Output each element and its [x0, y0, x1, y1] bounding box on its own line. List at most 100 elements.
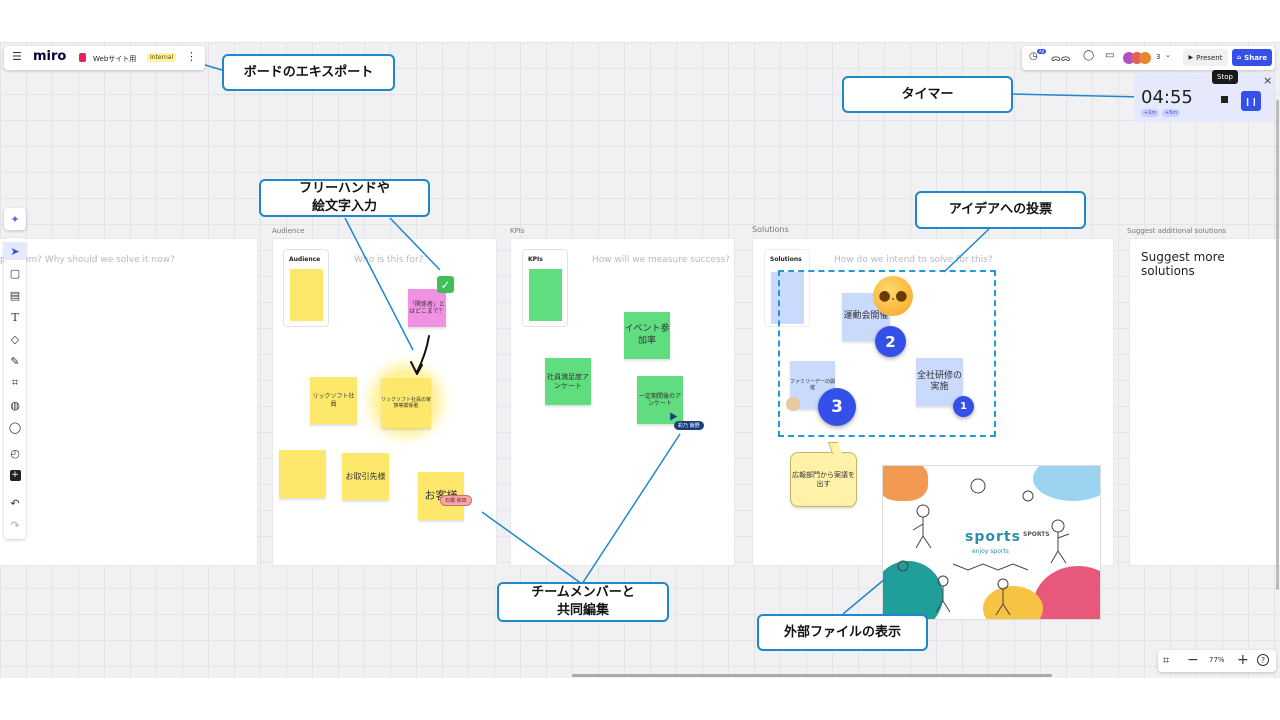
sticky-note[interactable]: [279, 450, 326, 498]
vote-count-badge: 1: [953, 396, 974, 417]
user-count[interactable]: 3: [1156, 53, 1161, 61]
zoom-controls: ⌗ − 77% + ?: [1158, 650, 1276, 672]
sticky-note[interactable]: 社員満足度アンケート: [545, 358, 591, 405]
timer-stop-button[interactable]: [1216, 91, 1232, 107]
comment-tool-icon[interactable]: ◯: [8, 420, 22, 434]
fit-screen-icon[interactable]: ⌗: [1163, 654, 1170, 667]
stop-icon: [1220, 95, 1228, 103]
chat-icon[interactable]: ◯: [1083, 50, 1095, 61]
vote-count-badge: 2: [875, 326, 906, 357]
timer-tool-icon[interactable]: ◴: [10, 446, 20, 460]
speech-bubble-note[interactable]: 広報部門から案議を出す: [790, 452, 857, 507]
frame-tool-icon[interactable]: ⌗: [11, 376, 19, 389]
zoom-in-icon[interactable]: +: [1237, 652, 1249, 668]
activity-badge: Ad: [1037, 49, 1047, 54]
image-decor-teal: [883, 561, 943, 619]
sticky-note-tool-icon[interactable]: ▢: [9, 266, 21, 280]
frame-suggest[interactable]: [1129, 238, 1280, 566]
callout-external: 外部ファイルの表示: [757, 614, 928, 651]
image-corner-text: SPORTS: [1023, 531, 1050, 538]
kpis-card-note: [529, 269, 562, 321]
text-tool-icon[interactable]: T: [11, 310, 19, 324]
callout-team: チームメンバーと 共同編集: [497, 582, 669, 622]
avatar[interactable]: [1139, 52, 1151, 64]
pen-tool-icon[interactable]: ✎: [10, 354, 20, 368]
palette-tool-icon[interactable]: ◍: [10, 398, 20, 412]
board-header: ☰ miro Webサイト用 Internal ⋮: [4, 46, 205, 70]
audience-placeholder: Who is this for?: [354, 255, 424, 265]
present-button[interactable]: ▶ Present: [1183, 49, 1228, 66]
audience-card-note: [290, 269, 323, 321]
frame-label-kpis: KPIs: [510, 227, 525, 235]
callout-export: ボードのエキスポート: [222, 54, 395, 91]
problem-placeholder: problem? Why should we solve it now?: [0, 255, 175, 265]
audience-card[interactable]: Audience: [283, 249, 329, 327]
plus-square-icon: +: [9, 469, 21, 481]
sticky-note[interactable]: お取引先様: [342, 453, 389, 500]
collaborator-tag: 石橋 和田: [440, 495, 472, 506]
sticky-note[interactable]: リックソフト社員: [310, 377, 357, 424]
sports-image[interactable]: sports enjoy sports SPORTS: [882, 465, 1101, 620]
sticky-note[interactable]: 一定期間後のアンケート: [637, 376, 683, 424]
solutions-card[interactable]: Solutions: [764, 249, 810, 327]
share-label: Share: [1244, 53, 1268, 62]
hand-emoji-icon: [786, 397, 800, 411]
zoom-level[interactable]: 77%: [1209, 656, 1225, 664]
miro-logo[interactable]: miro: [33, 49, 67, 64]
zoom-out-icon[interactable]: −: [1187, 652, 1199, 668]
share-button[interactable]: ⌂ Share: [1232, 49, 1272, 66]
callout-team-line2: 共同編集: [556, 603, 609, 618]
horizontal-scrollbar[interactable]: [572, 674, 1052, 677]
board-canvas[interactable]: problem? Why should we solve it now? Aud…: [0, 42, 1280, 678]
image-illustration: [897, 478, 1070, 616]
checkmark-emoji-icon[interactable]: ✓: [437, 276, 454, 293]
timer-panel: 04:55 +1m +5m ❙❙ ×: [1134, 74, 1274, 122]
help-icon[interactable]: ?: [1257, 654, 1269, 666]
stop-tooltip: Stop: [1212, 70, 1238, 84]
timer-close-button[interactable]: ×: [1263, 74, 1273, 87]
redo-icon[interactable]: ↷: [10, 518, 20, 532]
callout-team-line1: チームメンバーと: [531, 585, 635, 601]
kpis-placeholder: How will we measure success?: [592, 255, 731, 265]
sticky-note[interactable]: リックソフト社員の家族等関係者: [381, 378, 431, 428]
callout-freehand: フリーハンドや 絵文字入力: [259, 179, 430, 217]
frame-label-solutions: Solutions: [752, 225, 789, 234]
sticky-note[interactable]: イベント参加率: [624, 312, 670, 359]
magic-button[interactable]: ✦: [4, 208, 26, 230]
timer-pause-button[interactable]: ❙❙: [1241, 91, 1261, 111]
sticky-note[interactable]: 「関係者」とはどこまで？: [408, 289, 446, 327]
callout-vote: アイデアへの投票: [915, 191, 1086, 229]
left-toolbar: ➤ ▢ ▤ T ◇ ✎ ⌗ ◍ ◯ ◴ + ↶ ↷: [4, 238, 26, 539]
frame-problem[interactable]: [0, 238, 258, 566]
hamburger-icon[interactable]: ☰: [12, 50, 22, 63]
voting-selection-box[interactable]: [778, 270, 996, 437]
activity-icon[interactable]: ◷: [1029, 51, 1038, 62]
solutions-card-note: [771, 272, 804, 324]
present-label: Present: [1196, 53, 1223, 62]
user-list-chevron-icon[interactable]: ⌄: [1165, 51, 1171, 59]
reactions-icon[interactable]: ᯅᯅ: [1051, 54, 1071, 64]
image-decor-orange: [883, 466, 928, 501]
thinking-face-emoji-icon[interactable]: ●.●: [873, 276, 913, 316]
audience-card-title: Audience: [289, 256, 321, 263]
video-icon[interactable]: ▭: [1105, 50, 1115, 61]
solutions-card-title: Solutions: [770, 256, 802, 263]
board-more-icon[interactable]: ⋮: [186, 50, 197, 63]
undo-icon[interactable]: ↶: [10, 496, 20, 510]
add-more-tool-icon[interactable]: +: [4, 466, 26, 484]
timer-add-1m[interactable]: +1m: [1141, 109, 1160, 117]
image-subtitle: enjoy sports: [972, 548, 1009, 555]
select-tool-icon[interactable]: ➤: [4, 242, 26, 260]
kpis-card[interactable]: KPIs: [522, 249, 568, 327]
callout-freehand-line1: フリーハンドや: [299, 181, 390, 197]
timer-add-5m[interactable]: +5m: [1162, 109, 1181, 117]
shapes-tool-icon[interactable]: ◇: [10, 332, 20, 346]
vertical-scrollbar[interactable]: [1276, 100, 1279, 590]
freehand-drawing[interactable]: [405, 332, 435, 382]
template-tool-icon[interactable]: ▤: [9, 288, 21, 302]
frame-label-suggest: Suggest additional solutions: [1127, 227, 1227, 235]
board-name[interactable]: Webサイト用: [93, 55, 137, 63]
image-decor-yellow: [983, 586, 1043, 619]
kpis-card-title: KPIs: [528, 256, 543, 263]
pause-icon: ❙❙: [1244, 96, 1258, 106]
